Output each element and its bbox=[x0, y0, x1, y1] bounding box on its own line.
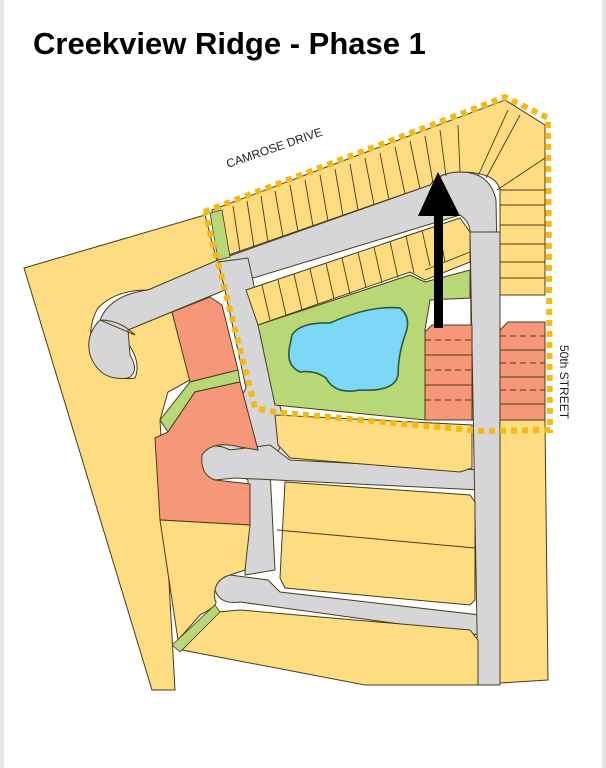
south-parcels bbox=[159, 414, 549, 686]
park bbox=[257, 269, 471, 421]
frame-edge-right bbox=[602, 0, 606, 768]
east-lot-column bbox=[499, 189, 546, 296]
page-title: Creekview Ridge - Phase 1 bbox=[33, 26, 426, 61]
multi-family-lots-phase1 bbox=[424, 321, 546, 421]
arrow-icon bbox=[418, 172, 460, 328]
west-multi-family bbox=[154, 296, 259, 526]
sw-green-strip bbox=[171, 604, 221, 653]
50th-street-label: 50th STREET bbox=[557, 345, 571, 420]
pond bbox=[287, 306, 409, 392]
phase-1-boundary bbox=[202, 93, 554, 435]
camrose-drive-label: CAMROSE DRIVE bbox=[224, 125, 324, 171]
frame-edge-left bbox=[0, 0, 4, 768]
